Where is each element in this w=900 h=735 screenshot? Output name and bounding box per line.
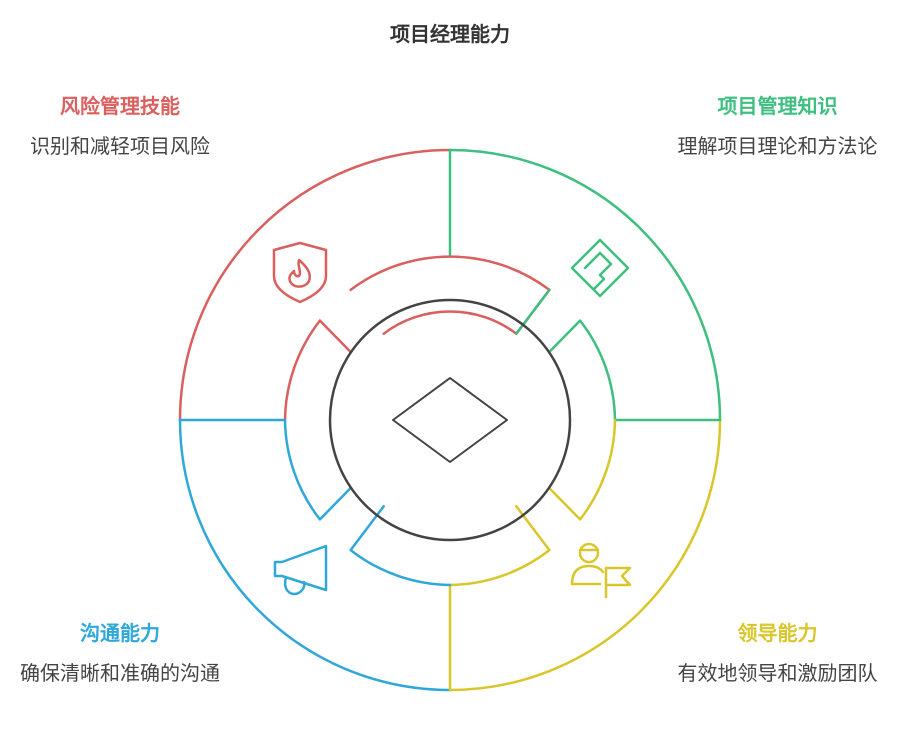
communication-inner-arc-bottom — [349, 505, 452, 587]
communication-heading: 沟通能力 — [80, 621, 160, 645]
person-flag-icon — [570, 542, 632, 599]
shield-fire-icon — [272, 241, 328, 304]
leadership-label-block: 领导能力 有效地领导和激励团队 — [665, 620, 890, 688]
center-circle — [328, 298, 572, 542]
risk-inner-arc-left — [283, 319, 322, 422]
knowledge-inner-arc-top — [515, 288, 551, 335]
knowledge-inner-arc-right — [547, 319, 617, 422]
knowledge-label-block: 项目管理知识 理解项目理论和方法论 — [665, 93, 890, 161]
knowledge-outer-arc — [448, 148, 722, 422]
knowledge-description: 理解项目理论和方法论 — [677, 134, 878, 158]
risk-outer-arc — [178, 148, 452, 422]
leadership-outer-arc — [448, 418, 722, 692]
risk-description: 识别和减轻项目风险 — [30, 134, 210, 158]
center-diamond-icon — [392, 377, 508, 463]
risk-heading: 风险管理技能 — [60, 94, 180, 118]
leadership-inner-arc-bottom — [448, 505, 551, 587]
leadership-description: 有效地领导和激励团队 — [677, 661, 878, 685]
communication-inner-arc-left — [283, 418, 353, 521]
communication-outer-arc — [178, 418, 452, 692]
risk-label-block: 风险管理技能 识别和减轻项目风险 — [10, 93, 230, 161]
communication-label-block: 沟通能力 确保清晰和准确的沟通 — [10, 620, 230, 688]
communication-description: 确保清晰和准确的沟通 — [20, 661, 220, 685]
page-title: 项目经理能力 — [390, 22, 510, 46]
diamond-path-icon — [570, 238, 630, 298]
megaphone-icon — [273, 544, 328, 596]
risk-inner-arc-left-cap — [318, 319, 353, 354]
leadership-inner-arc-right — [547, 418, 617, 521]
leadership-heading: 领导能力 — [737, 621, 818, 645]
knowledge-heading: 项目管理知识 — [717, 94, 838, 118]
